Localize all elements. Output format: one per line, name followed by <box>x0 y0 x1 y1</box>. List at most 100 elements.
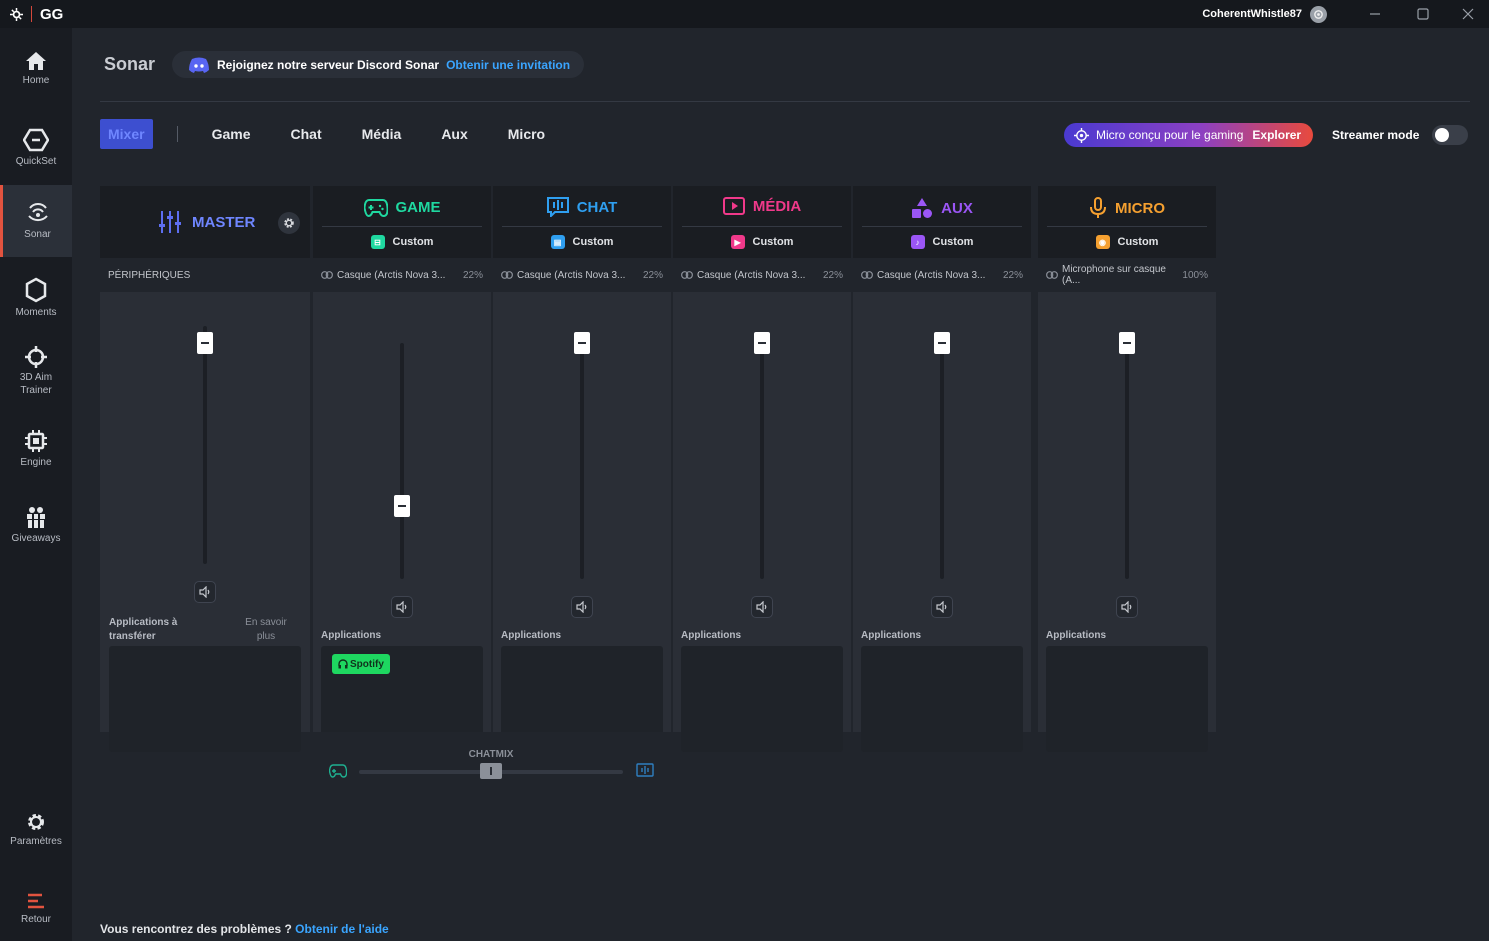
sidebar-item-engine[interactable]: Engine <box>0 429 72 469</box>
master-title: MASTER <box>158 210 255 234</box>
micro-volume-track[interactable] <box>1125 343 1129 579</box>
aux-app-list[interactable] <box>861 646 1023 752</box>
sidebar-item-label: Moments <box>15 307 57 318</box>
preset-icon: ◉ <box>1095 235 1110 249</box>
aux-apps-label: Applications <box>861 630 922 641</box>
mic-promo-banner[interactable]: Micro conçu pour le gaming Explorer <box>1064 123 1314 147</box>
aux-column: AUX ♪Custom Casque (Arctis Nova 3... 22%… <box>853 186 1031 752</box>
device-volume: 22% <box>822 269 843 281</box>
game-volume-track[interactable] <box>400 343 404 579</box>
chat-preset-selector[interactable]: ▤Custom <box>493 235 671 249</box>
discord-invite-link[interactable]: Obtenir une invitation <box>446 57 571 72</box>
tab-micro[interactable]: Micro <box>507 126 546 142</box>
close-button[interactable] <box>1447 0 1489 28</box>
help-text: Vous rencontrez des problèmes ? <box>100 922 292 936</box>
aux-title: AUX <box>853 197 1031 219</box>
gear-icon <box>28 814 44 830</box>
sidebar-item-label: Sonar <box>24 229 51 240</box>
master-mute-button[interactable] <box>194 581 216 603</box>
sidebar-item-sonar[interactable]: Sonar <box>0 185 72 257</box>
game-output-device[interactable]: Casque (Arctis Nova 3... 22% <box>313 258 491 292</box>
master-volume-thumb[interactable] <box>197 332 213 354</box>
media-app-list[interactable] <box>681 646 843 752</box>
game-preset-selector[interactable]: ⊟Custom <box>313 235 491 249</box>
tab-game[interactable]: Game <box>211 126 251 142</box>
speaker-icon <box>199 586 210 598</box>
user-account[interactable]: CoherentWhistle87 <box>1202 0 1327 28</box>
sidebar-item-label: QuickSet <box>15 156 57 167</box>
media-volume-track[interactable] <box>760 343 764 579</box>
master-settings-button[interactable] <box>278 212 300 234</box>
tab-divider <box>176 126 178 142</box>
tab-media[interactable]: Média <box>361 126 402 142</box>
sidebar-item-moments[interactable]: Moments <box>0 277 72 319</box>
aux-header: AUX ♪Custom <box>853 186 1031 258</box>
sidebar-item-settings[interactable]: Paramètres <box>0 812 72 848</box>
promo-explore-link[interactable]: Explorer <box>1252 128 1302 142</box>
tab-aux[interactable]: Aux <box>441 126 468 142</box>
micro-output-device[interactable]: Microphone sur casque (A... 100% <box>1038 258 1216 292</box>
chat-volume-track[interactable] <box>580 343 584 579</box>
master-volume-track[interactable] <box>203 326 207 564</box>
app-chip-spotify[interactable]: Spotify <box>332 654 390 674</box>
header-divider <box>502 226 662 227</box>
sidebar-item-quickset[interactable]: QuickSet <box>0 128 72 168</box>
link-icon <box>861 271 873 279</box>
micro-header: MICRO ◉Custom <box>1038 186 1216 258</box>
aim-trainer-icon <box>25 346 47 368</box>
tab-chat[interactable]: Chat <box>290 126 322 142</box>
micro-column: MICRO ◉Custom Microphone sur casque (A..… <box>1038 186 1216 752</box>
media-preset-selector[interactable]: ▶Custom <box>673 235 851 249</box>
aux-mute-button[interactable] <box>931 596 953 618</box>
device-volume: 22% <box>642 269 663 281</box>
username: CoherentWhistle87 <box>1202 8 1302 20</box>
streamer-mode-toggle[interactable] <box>1432 125 1468 145</box>
game-volume-thumb[interactable] <box>394 495 410 517</box>
micro-preset-selector[interactable]: ◉Custom <box>1038 235 1216 249</box>
minimize-button[interactable] <box>1351 0 1399 28</box>
chat-volume-thumb[interactable] <box>574 332 590 354</box>
preset-label: Custom <box>392 236 434 248</box>
media-output-device[interactable]: Casque (Arctis Nova 3... 22% <box>673 258 851 292</box>
game-mute-button[interactable] <box>391 596 413 618</box>
aux-volume-thumb[interactable] <box>934 332 950 354</box>
chat-mute-button[interactable] <box>571 596 593 618</box>
shapes-icon <box>912 198 933 218</box>
aux-output-device[interactable]: Casque (Arctis Nova 3... 22% <box>853 258 1031 292</box>
micro-volume-thumb[interactable] <box>1119 332 1135 354</box>
chatmix-thumb[interactable] <box>480 763 502 779</box>
aux-volume-track[interactable] <box>940 343 944 579</box>
speaker-icon <box>576 601 587 613</box>
maximize-button[interactable] <box>1399 0 1447 28</box>
micro-mute-button[interactable] <box>1116 596 1138 618</box>
sidebar-item-3d-aim-trainer[interactable]: 3D Aim Trainer <box>0 346 72 397</box>
sidebar-item-home[interactable]: Home <box>0 51 72 87</box>
gamepad-icon <box>329 764 347 778</box>
sidebar: Home QuickSet Sonar Moments 3D Aim Train… <box>0 28 72 941</box>
preset-icon: ▤ <box>550 235 565 249</box>
chat-output-device[interactable]: Casque (Arctis Nova 3... 22% <box>493 258 671 292</box>
tab-mixer[interactable]: Mixer <box>100 119 153 149</box>
media-mute-button[interactable] <box>751 596 773 618</box>
chat-header: CHAT ▤Custom <box>493 186 671 258</box>
device-name: Casque (Arctis Nova 3... <box>697 269 806 281</box>
chat-bubble-icon <box>636 763 654 777</box>
chat-apps-label: Applications <box>501 630 562 641</box>
sidebar-item-back[interactable]: Retour <box>0 892 72 926</box>
micro-app-list[interactable] <box>1046 646 1208 752</box>
header-divider <box>682 226 842 227</box>
sidebar-item-giveaways[interactable]: Giveaways <box>0 505 72 545</box>
toggle-knob <box>1435 128 1449 142</box>
help-link[interactable]: Obtenir de l'aide <box>295 922 389 936</box>
master-column: MASTER PÉRIPHÉRIQUES Applications à tran… <box>100 186 310 752</box>
discord-icon <box>189 57 209 73</box>
aux-preset-selector[interactable]: ♪Custom <box>853 235 1031 249</box>
home-icon <box>26 52 46 70</box>
master-devices-row: PÉRIPHÉRIQUES <box>100 258 310 292</box>
learn-more-link[interactable]: En savoir plus <box>245 617 287 642</box>
master-app-dropzone[interactable] <box>109 646 301 752</box>
transfer-apps-label: Applications à transférer <box>109 617 178 642</box>
micro-apps-label: Applications <box>1046 630 1107 641</box>
media-volume-thumb[interactable] <box>754 332 770 354</box>
avatar[interactable] <box>1310 5 1327 23</box>
